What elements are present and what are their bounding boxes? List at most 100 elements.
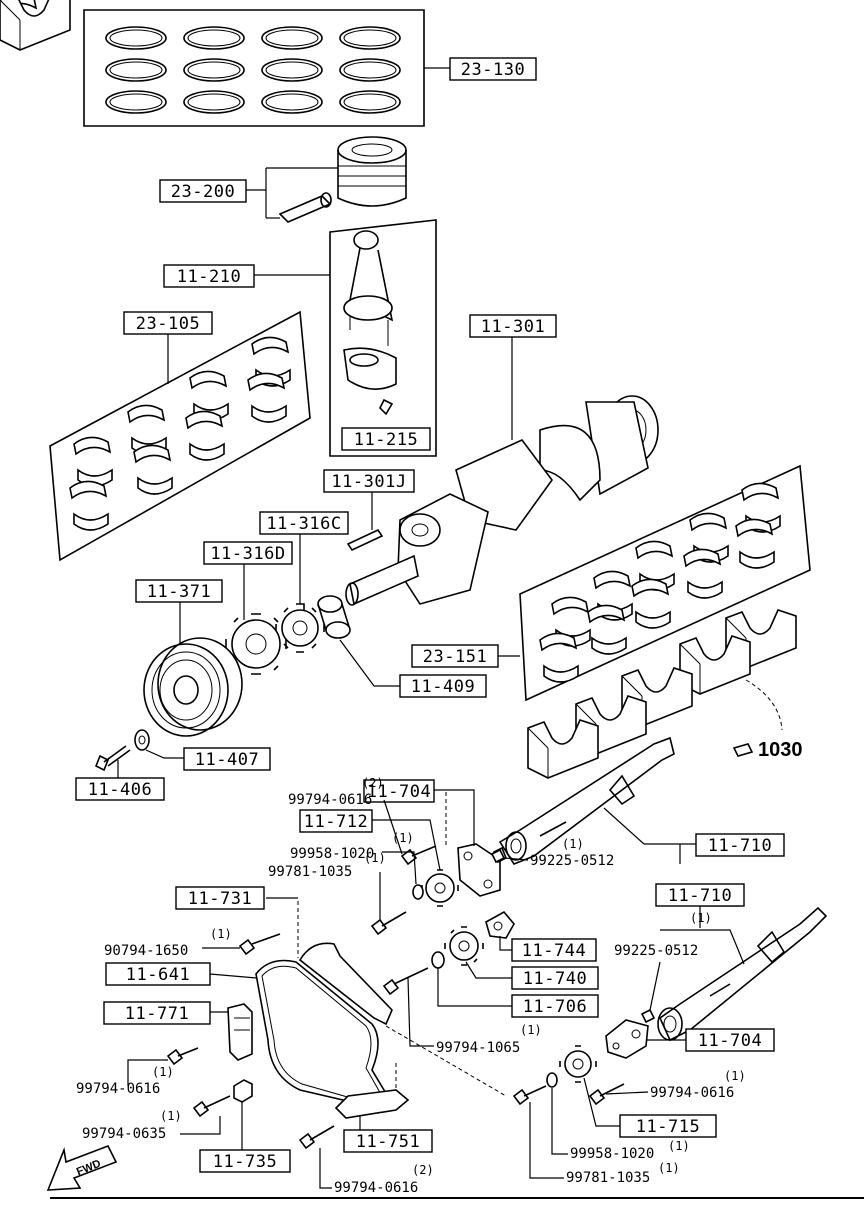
svg-text:11-409: 11-409 <box>411 677 475 697</box>
svg-text:(1): (1) <box>724 1069 746 1083</box>
svg-text:99794-0616: 99794-0616 <box>650 1085 734 1101</box>
svg-text:23-130: 23-130 <box>461 60 525 80</box>
svg-text:(1): (1) <box>658 1161 680 1175</box>
label-11-710-upper: 11-710 <box>695 833 785 857</box>
svg-text:11-215: 11-215 <box>354 430 418 450</box>
label-11-735: 11-735 <box>199 1149 291 1173</box>
bolt-guide-lower: (2) 99794-0616 <box>298 1125 434 1196</box>
pin-lower: (1) 99225-0512 <box>614 911 712 1024</box>
label-11-371: 11-371 <box>135 579 223 603</box>
svg-text:11-316D: 11-316D <box>210 544 285 564</box>
idler-shaft-drawing <box>437 968 512 1007</box>
svg-text:99781-1035: 99781-1035 <box>566 1170 650 1186</box>
bolt-spacer: (1) 99794-0635 <box>82 1095 231 1142</box>
label-11-715: 11-715 <box>619 1114 717 1138</box>
svg-text:(2): (2) <box>362 776 384 790</box>
svg-text:23-105: 23-105 <box>136 314 200 334</box>
label-23-151: 23-151 <box>411 644 499 668</box>
pin-upper: (1) 99225-0512 <box>490 837 614 869</box>
washer-upper: (1) 99958-1020 <box>290 831 424 900</box>
svg-text:11-301: 11-301 <box>481 317 545 337</box>
sprocket-drawing <box>225 532 325 675</box>
svg-text:11-715: 11-715 <box>636 1117 700 1137</box>
svg-text:99794-1065: 99794-1065 <box>436 1040 520 1056</box>
label-11-641: 11-641 <box>105 962 211 986</box>
svg-text:(1): (1) <box>160 1109 182 1123</box>
label-11-406: 11-406 <box>75 777 165 801</box>
svg-text:(1): (1) <box>562 837 584 851</box>
label-11-704-upper: 11-704 <box>363 779 435 803</box>
svg-text:99794-0616: 99794-0616 <box>76 1081 160 1097</box>
svg-text:90794-1650: 90794-1650 <box>104 943 188 959</box>
chain-guide-drawing <box>266 897 393 1026</box>
svg-text:99794-0635: 99794-0635 <box>82 1126 166 1142</box>
svg-text:11-735: 11-735 <box>213 1152 277 1172</box>
label-11-704-lower: 11-704 <box>685 1028 775 1052</box>
idler-gear-upper-drawing <box>372 819 459 907</box>
label-11-731: 11-731 <box>175 886 265 910</box>
piston-rings-drawing <box>83 9 450 127</box>
svg-text:99958-1020: 99958-1020 <box>570 1146 654 1162</box>
label-23-105: 23-105 <box>123 311 213 335</box>
reference-1030: 1030 <box>732 739 803 761</box>
svg-text:99794-0616: 99794-0616 <box>288 792 372 808</box>
svg-text:11-744: 11-744 <box>522 941 586 961</box>
label-11-316C: 11-316C <box>259 511 349 535</box>
label-11-744: 11-744 <box>511 938 597 962</box>
washer-drawing <box>134 729 184 759</box>
svg-text:(1): (1) <box>392 831 414 845</box>
svg-text:(1): (1) <box>152 1065 174 1079</box>
label-11-409: 11-409 <box>399 674 487 698</box>
label-11-210: 11-210 <box>163 264 255 288</box>
crankshaft-drawing <box>345 336 659 606</box>
bolt-plate-lower: (1) 99794-0616 <box>588 1069 746 1106</box>
svg-text:11-704: 11-704 <box>367 782 431 802</box>
svg-text:11-406: 11-406 <box>88 780 152 800</box>
svg-text:11-740: 11-740 <box>523 969 587 989</box>
lower-sprocket-drawing <box>559 1045 620 1127</box>
label-23-130: 23-130 <box>449 57 537 81</box>
svg-text:99225-0512: 99225-0512 <box>530 853 614 869</box>
bolt-idler: (1) 99794-1065 <box>382 967 542 1056</box>
bolt-upper-a: (2) 99794-0616 <box>288 776 437 866</box>
svg-text:11-751: 11-751 <box>356 1132 420 1152</box>
label-11-751: 11-751 <box>343 1129 433 1153</box>
piston-drawing <box>246 136 407 223</box>
svg-text:99781-1035: 99781-1035 <box>268 864 352 880</box>
svg-text:11-710: 11-710 <box>708 836 772 856</box>
svg-text:(1): (1) <box>668 1139 690 1153</box>
tensioner-plate-lower-drawing <box>605 1019 686 1059</box>
main-bearings-drawing <box>498 464 811 702</box>
chain-guide-lower-drawing <box>334 1060 410 1130</box>
main-caps-drawing <box>0 0 797 779</box>
label-11-301: 11-301 <box>469 314 557 338</box>
pulley-drawing <box>143 602 243 737</box>
dashed-link <box>385 1025 507 1097</box>
svg-text:99225-0512: 99225-0512 <box>614 943 698 959</box>
balance-shaft-upper-drawing <box>498 736 696 865</box>
cap-gear-drawing <box>485 910 515 951</box>
label-11-771: 11-771 <box>103 1001 211 1025</box>
bolt-guide: (1) 90794-1650 <box>104 927 281 959</box>
svg-text:11-710: 11-710 <box>668 886 732 906</box>
svg-text:11-712: 11-712 <box>304 812 368 832</box>
svg-text:11-210: 11-210 <box>177 267 241 287</box>
label-11-301J: 11-301J <box>323 469 415 493</box>
svg-text:11-407: 11-407 <box>195 750 259 770</box>
svg-text:11-771: 11-771 <box>125 1004 189 1024</box>
svg-text:(1): (1) <box>364 851 386 865</box>
svg-text:(1): (1) <box>520 1023 542 1037</box>
svg-text:1030: 1030 <box>758 739 803 761</box>
svg-text:11-371: 11-371 <box>147 582 211 602</box>
label-11-710-lower: 11-710 <box>655 883 745 907</box>
svg-text:23-200: 23-200 <box>171 182 235 202</box>
label-11-740: 11-740 <box>511 966 599 990</box>
label-11-407: 11-407 <box>183 747 271 771</box>
label-11-706: 11-706 <box>511 994 599 1018</box>
pulley-bolt-drawing <box>94 745 131 778</box>
svg-text:11-706: 11-706 <box>523 997 587 1017</box>
svg-text:11-641: 11-641 <box>126 965 190 985</box>
svg-text:(1): (1) <box>210 927 232 941</box>
label-11-215: 11-215 <box>341 427 431 451</box>
